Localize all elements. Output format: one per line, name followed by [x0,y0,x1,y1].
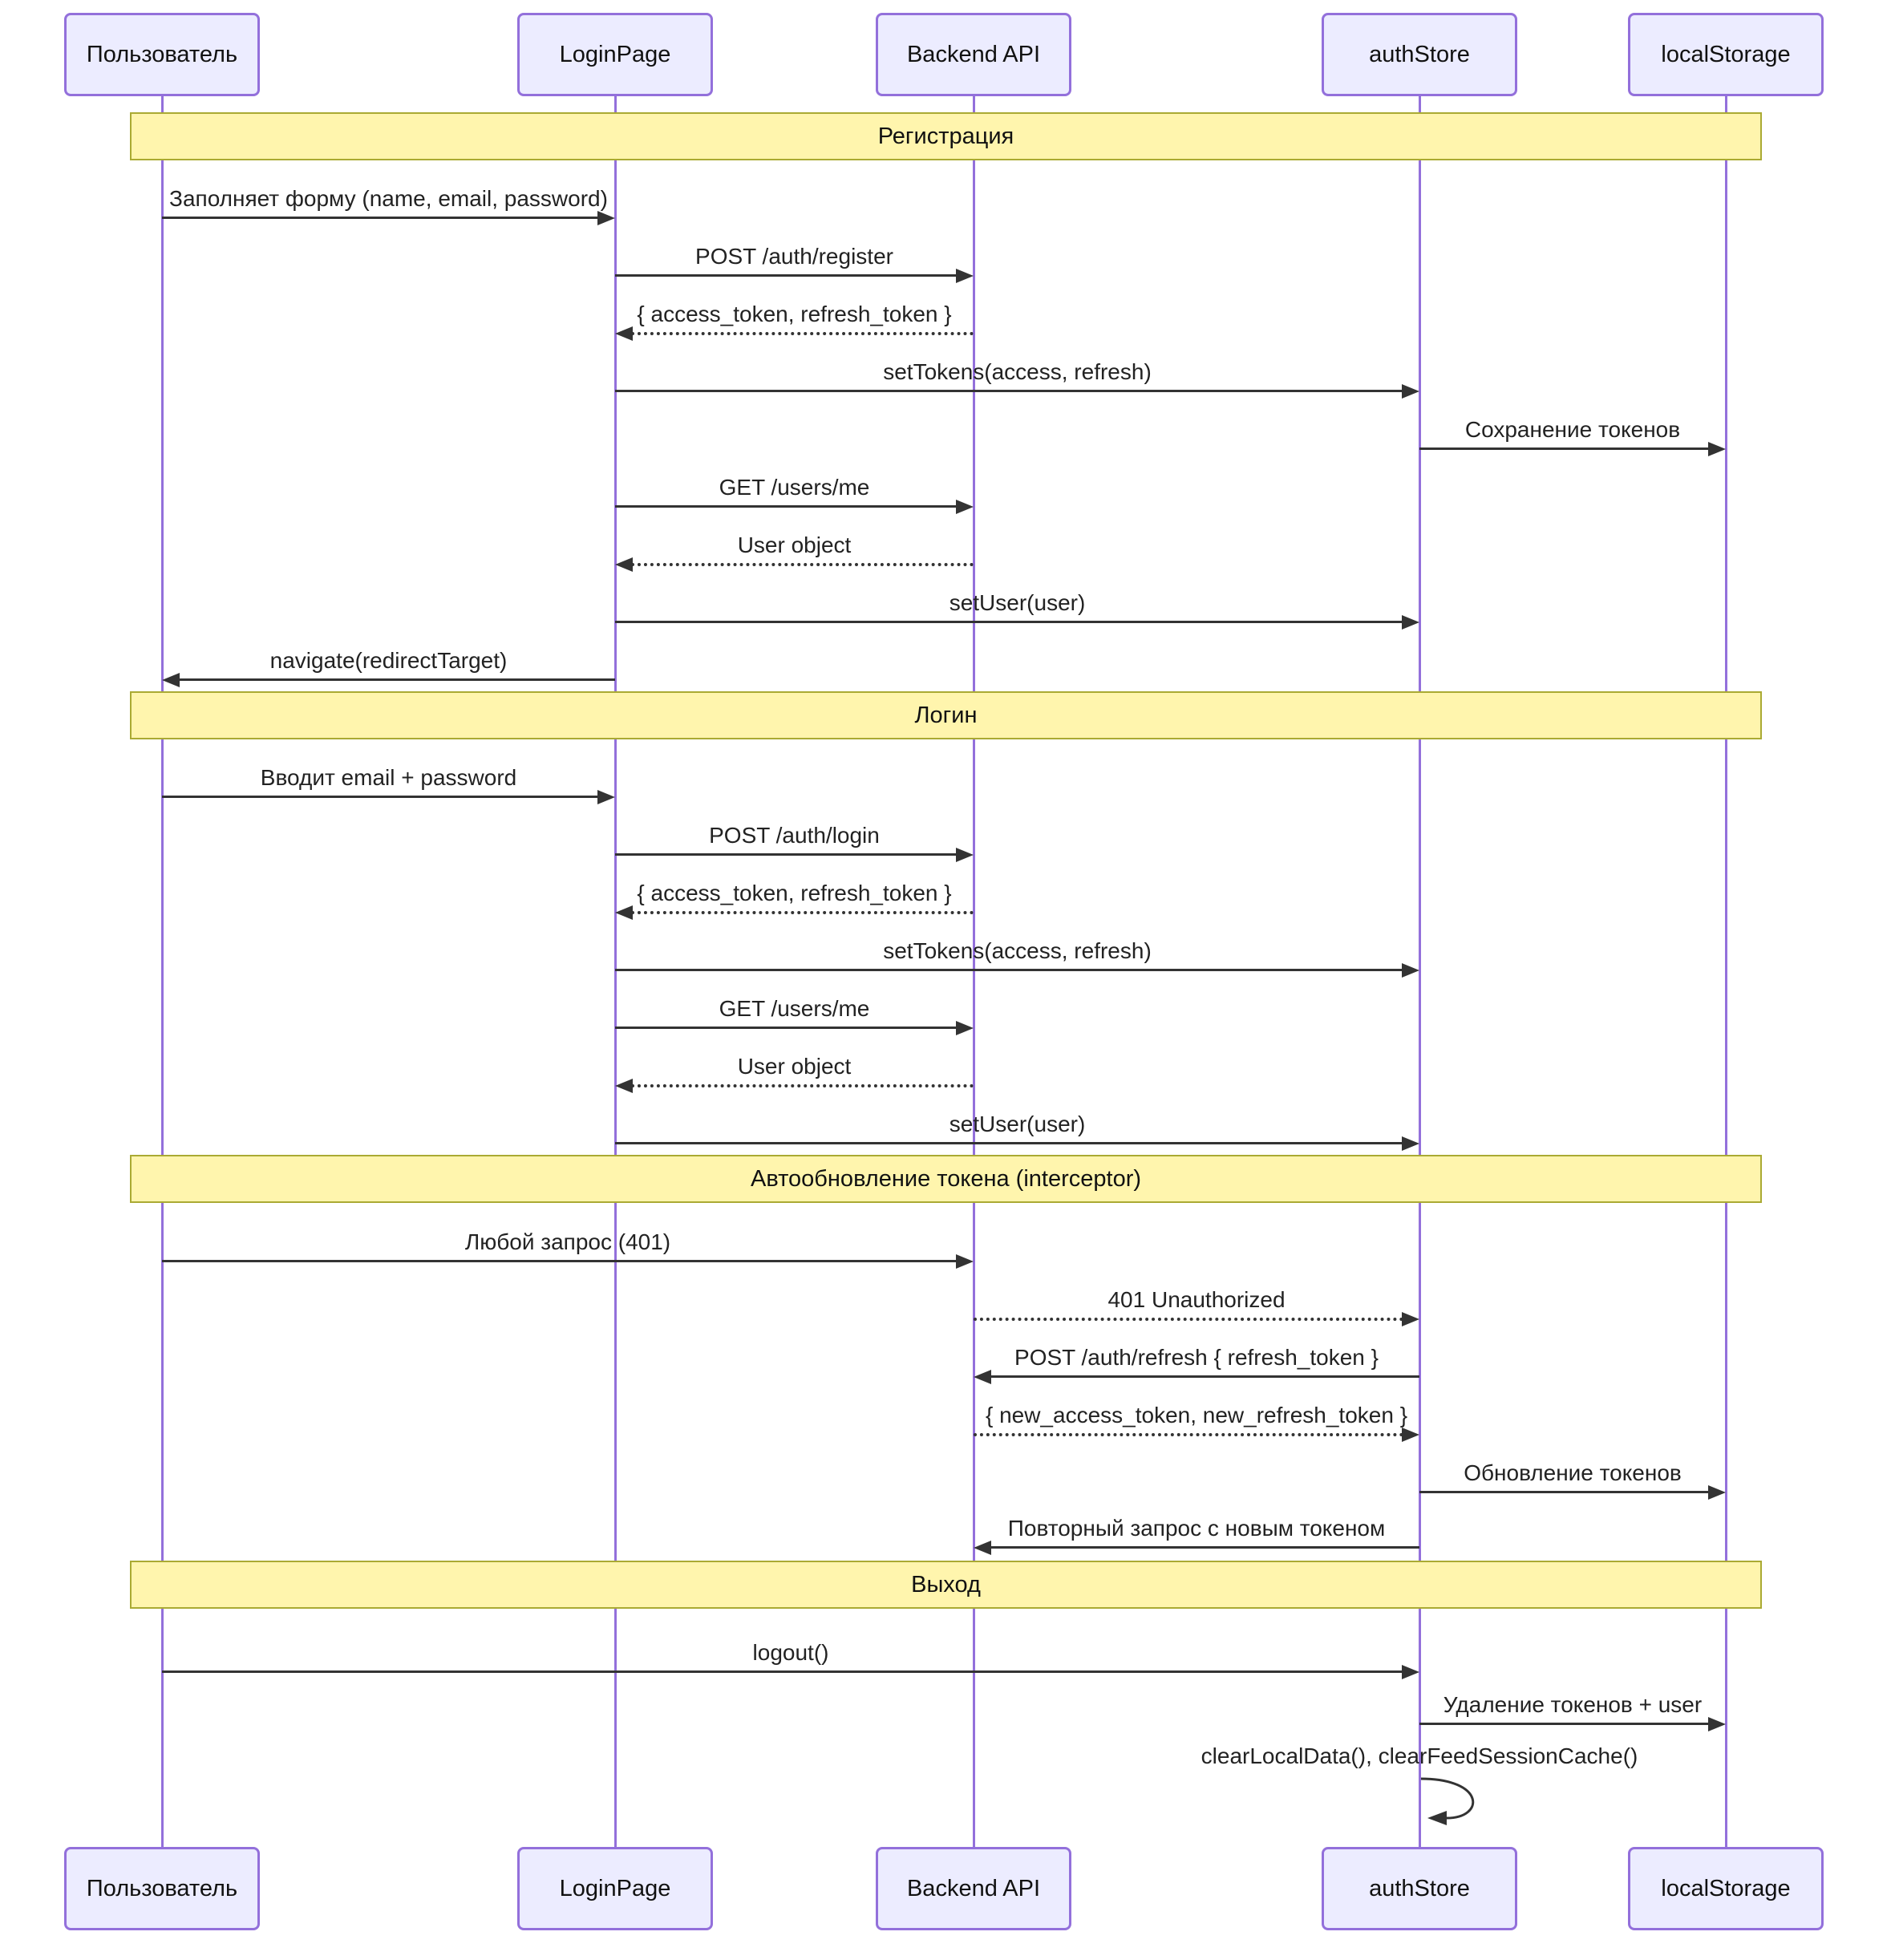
message-arrowhead [1402,1136,1419,1151]
message-label: navigate(redirectTarget) [269,648,508,673]
message-label: GET /users/me [719,475,870,500]
message-line [162,796,599,798]
message-arrowhead [615,326,633,341]
message-label: setTokens(access, refresh) [883,359,1152,384]
message-label: User object [737,533,852,557]
section-band-login: Логин [130,691,1762,739]
actor-auth-store-bottom: authStore [1322,1847,1517,1930]
message-label: clearLocalData(), clearFeedSessionCache(… [1201,1743,1638,1768]
message-label: POST /auth/refresh { refresh_token } [1014,1345,1379,1370]
lifeline-auth-store [1418,96,1421,1847]
message-line [615,969,1403,971]
message-label: Вводит email + password [260,765,517,790]
message-line [615,1027,958,1029]
message-arrowhead [615,905,633,920]
message-label: Повторный запрос с новым токеном [1007,1516,1386,1541]
message-label: setUser(user) [949,1112,1086,1136]
message-line [162,1670,1403,1673]
self-loop-arrow [1419,1776,1500,1828]
message-label: User object [737,1054,852,1079]
message-label: POST /auth/register [695,244,893,269]
message-line [990,1546,1419,1549]
message-arrowhead [1708,1717,1726,1731]
actor-login-page-bottom: LoginPage [517,1847,713,1930]
message-arrowhead [1402,615,1419,630]
message-line [162,217,599,219]
actor-user-bottom: Пользователь [64,1847,260,1930]
message-line [631,1084,974,1087]
message-arrowhead [597,211,615,225]
actor-backend-api-top: Backend API [876,13,1071,96]
actor-user-top: Пользователь [64,13,260,96]
message-line [178,678,615,681]
message-line [615,274,958,277]
message-arrowhead [162,673,180,687]
actor-auth-store-top: authStore [1322,13,1517,96]
lifeline-user [160,96,164,1847]
message-arrowhead [956,1254,974,1269]
message-label: Обновление токенов [1464,1460,1682,1485]
message-arrowhead [974,1370,991,1384]
message-line [615,505,958,508]
message-label: GET /users/me [719,996,870,1021]
message-line [631,563,974,566]
message-line [1419,447,1710,450]
message-arrowhead [974,1541,991,1555]
message-label: Любой запрос (401) [464,1229,671,1254]
message-arrowhead [1402,1427,1419,1442]
section-band-logout: Выход [130,1561,1762,1609]
message-label: { access_token, refresh_token } [637,881,952,905]
message-label: { access_token, refresh_token } [637,302,952,326]
message-arrowhead [956,500,974,514]
message-line [615,621,1403,623]
message-arrowhead [1708,1485,1726,1500]
actor-local-storage-top: localStorage [1628,13,1824,96]
lifeline-local-storage [1724,96,1727,1847]
message-arrowhead [1402,384,1419,399]
lifeline-backend-api [972,96,975,1847]
message-line [974,1433,1403,1436]
message-arrowhead [1402,1312,1419,1326]
message-arrowhead [1402,963,1419,978]
message-arrowhead [956,269,974,283]
message-line [162,1260,958,1262]
message-arrowhead [1708,442,1726,456]
message-line [615,1142,1403,1144]
message-line [615,853,958,856]
lifeline-login-page [613,96,617,1847]
message-label: setTokens(access, refresh) [883,938,1152,963]
actor-local-storage-bottom: localStorage [1628,1847,1824,1930]
message-arrowhead [956,1021,974,1035]
message-line [974,1318,1403,1321]
message-line [990,1375,1419,1378]
message-line [1419,1723,1710,1725]
message-label: Сохранение токенов [1464,417,1681,442]
message-arrowhead [956,848,974,862]
section-band-token-autorefresh: Автообновление токена (interceptor) [130,1155,1762,1203]
message-label: logout() [752,1640,829,1665]
message-line [631,332,974,335]
message-arrowhead [615,557,633,572]
message-arrowhead [597,790,615,804]
actor-backend-api-bottom: Backend API [876,1847,1071,1930]
message-label: { new_access_token, new_refresh_token } [985,1403,1408,1427]
message-label: Заполняет форму (name, email, password) [169,186,608,211]
message-label: POST /auth/login [709,823,880,848]
message-label: Удаление токенов + user [1443,1692,1703,1717]
actor-login-page-top: LoginPage [517,13,713,96]
message-label: setUser(user) [949,590,1086,615]
message-line [615,390,1403,392]
message-line [1419,1491,1710,1493]
message-arrowhead [1402,1665,1419,1679]
message-label: 401 Unauthorized [1107,1287,1286,1312]
message-line [631,911,974,914]
section-band-registration: Регистрация [130,112,1762,160]
message-arrowhead [615,1079,633,1093]
